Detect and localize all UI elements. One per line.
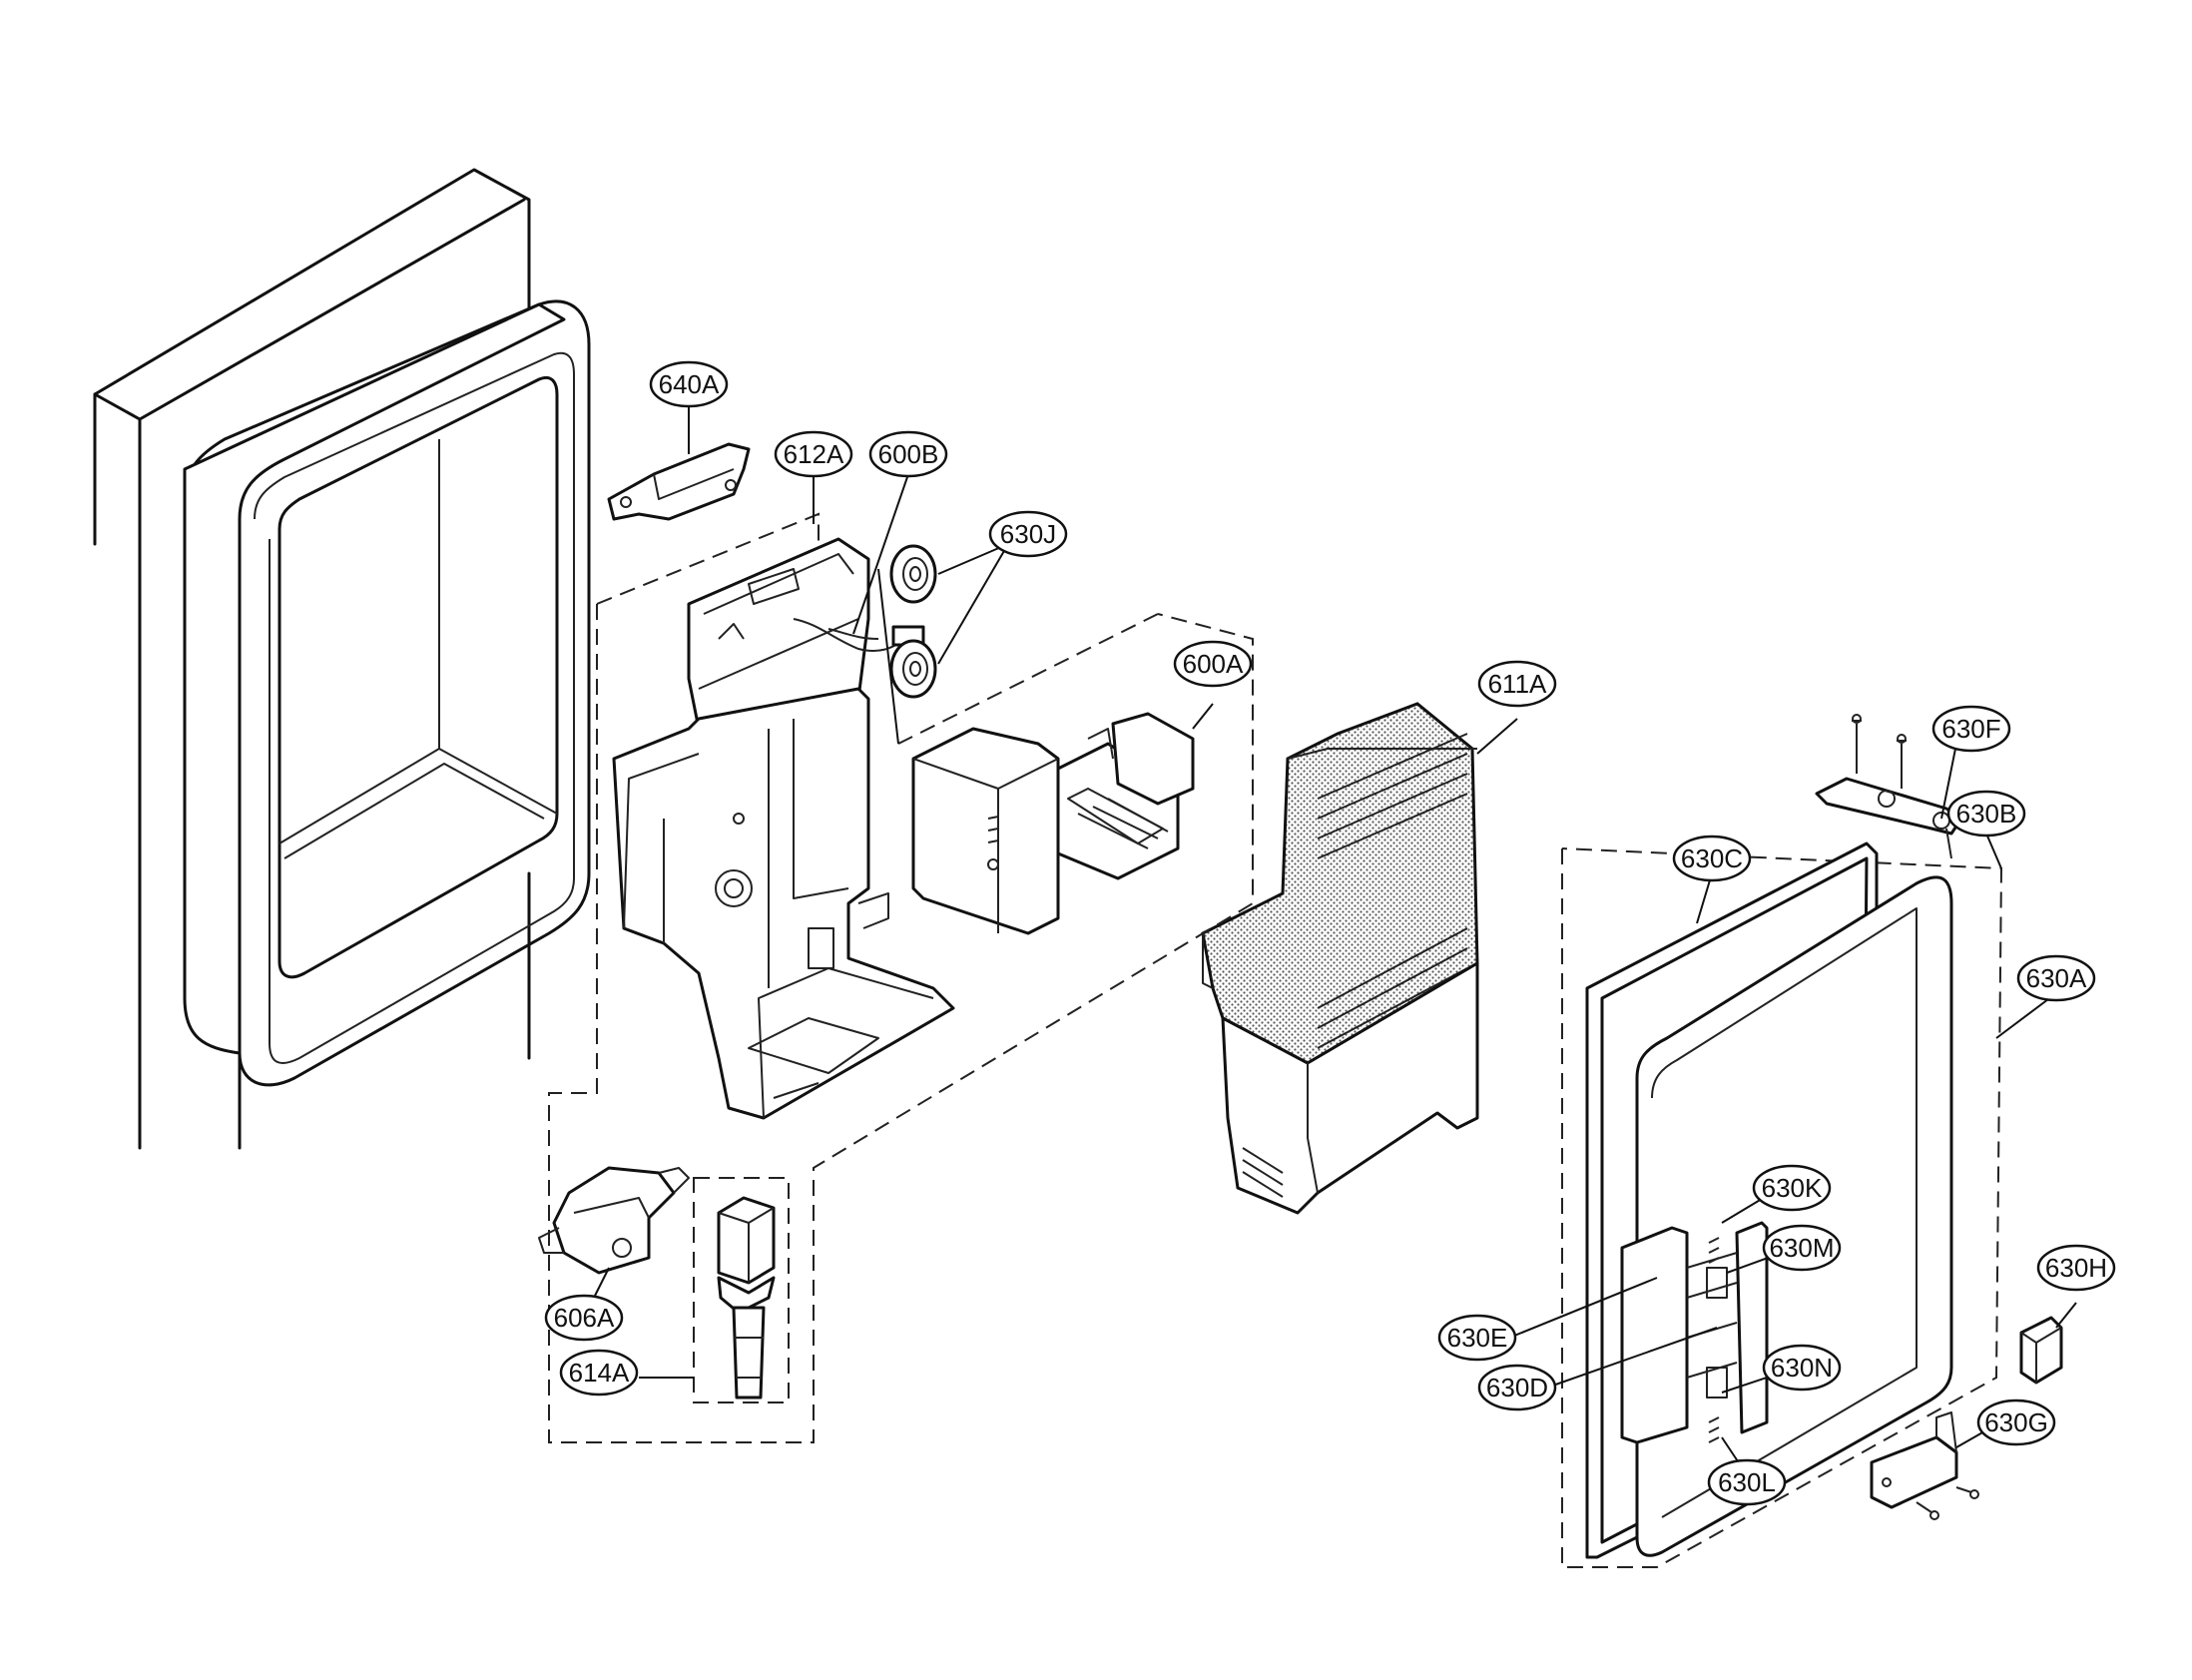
label-bubble — [2036, 1244, 2116, 1292]
part-label-630h: 630H — [2036, 1244, 2116, 1292]
bracket-640A — [607, 442, 751, 521]
rollers-630J — [889, 544, 937, 699]
label-bubble — [868, 430, 948, 478]
part-label-630d: 630D — [1477, 1364, 1557, 1411]
valve-subassembly-box — [548, 512, 1254, 1443]
label-bubble — [1931, 705, 2011, 753]
label-text: 630B — [1956, 799, 2017, 829]
label-bubble — [1437, 1314, 1517, 1362]
label-bubble — [1173, 640, 1253, 688]
part-label-600a: 600A — [1173, 640, 1253, 688]
label-text: 630D — [1486, 1373, 1548, 1402]
label-bubble — [544, 1294, 624, 1342]
part-label-630l: 630L — [1707, 1458, 1787, 1506]
label-text: 630H — [2045, 1253, 2107, 1283]
label-bubble — [988, 510, 1068, 558]
label-bubble — [1762, 1224, 1842, 1272]
label-text: 630G — [1984, 1407, 2048, 1437]
label-bubble — [1707, 1458, 1787, 1506]
part-label-606a: 606A — [544, 1294, 624, 1342]
cover-611A — [1201, 702, 1479, 1215]
label-text: 614A — [569, 1358, 630, 1388]
part-label-630f: 630F — [1931, 705, 2011, 753]
label-bubble — [1752, 1164, 1832, 1212]
label-text: 630A — [2026, 963, 2087, 993]
door-frame — [93, 168, 591, 1150]
part-label-630g: 630G — [1976, 1399, 2056, 1446]
label-bubble — [774, 430, 853, 478]
cap-630H — [2019, 1316, 2063, 1385]
label-bubble — [1672, 835, 1752, 882]
label-bubble — [1976, 1399, 2056, 1446]
part-label-614a: 614A — [559, 1349, 639, 1397]
label-text: 630L — [1718, 1467, 1776, 1497]
label-text: 611A — [1488, 669, 1547, 699]
label-text: 630E — [1447, 1323, 1508, 1353]
part-label-630b: 630B — [1946, 790, 2026, 838]
part-label-630e: 630E — [1437, 1314, 1517, 1362]
part-label-630c: 630C — [1672, 835, 1752, 882]
label-text: 612A — [784, 439, 844, 469]
label-bubble — [559, 1349, 639, 1397]
part-label-630j: 630J — [988, 510, 1068, 558]
label-text: 606A — [554, 1303, 615, 1333]
valve-614A — [717, 1196, 776, 1400]
label-text: 630J — [1000, 519, 1056, 549]
door-assembly-630A — [1561, 841, 2003, 1568]
label-text: 630N — [1771, 1353, 1833, 1383]
label-text: 640A — [659, 369, 720, 399]
part-labels: 640A 612A 600B 630J 600A 611A 630F 630B 630C 630A… — [544, 360, 2116, 1506]
part-label-630m: 630M — [1762, 1224, 1842, 1272]
part-label-611a: 611A — [1477, 660, 1557, 708]
dispenser-housing-612A — [612, 537, 955, 1120]
hinge-bottom-630G — [1870, 1411, 1979, 1520]
label-bubble — [2016, 954, 2096, 1002]
part-label-630a: 630A — [2016, 954, 2096, 1002]
label-text: 630F — [1941, 714, 2000, 744]
label-text: 600B — [878, 439, 939, 469]
label-text: 600A — [1183, 649, 1244, 679]
label-bubble — [1762, 1344, 1842, 1392]
part-label-640a: 640A — [649, 360, 729, 408]
ice-maker-600A — [911, 712, 1195, 935]
label-text: 630K — [1762, 1173, 1823, 1203]
label-bubble — [1477, 1364, 1557, 1411]
part-label-600b: 600B — [868, 430, 948, 478]
part-label-612a: 612A — [774, 430, 853, 478]
label-bubble — [1946, 790, 2026, 838]
label-text: 630M — [1769, 1233, 1834, 1263]
pump-606A — [538, 1166, 690, 1275]
part-label-630n: 630N — [1762, 1344, 1842, 1392]
label-bubble — [1477, 660, 1557, 708]
label-bubble — [649, 360, 729, 408]
label-text: 630C — [1681, 843, 1743, 873]
part-label-630k: 630K — [1752, 1164, 1832, 1212]
